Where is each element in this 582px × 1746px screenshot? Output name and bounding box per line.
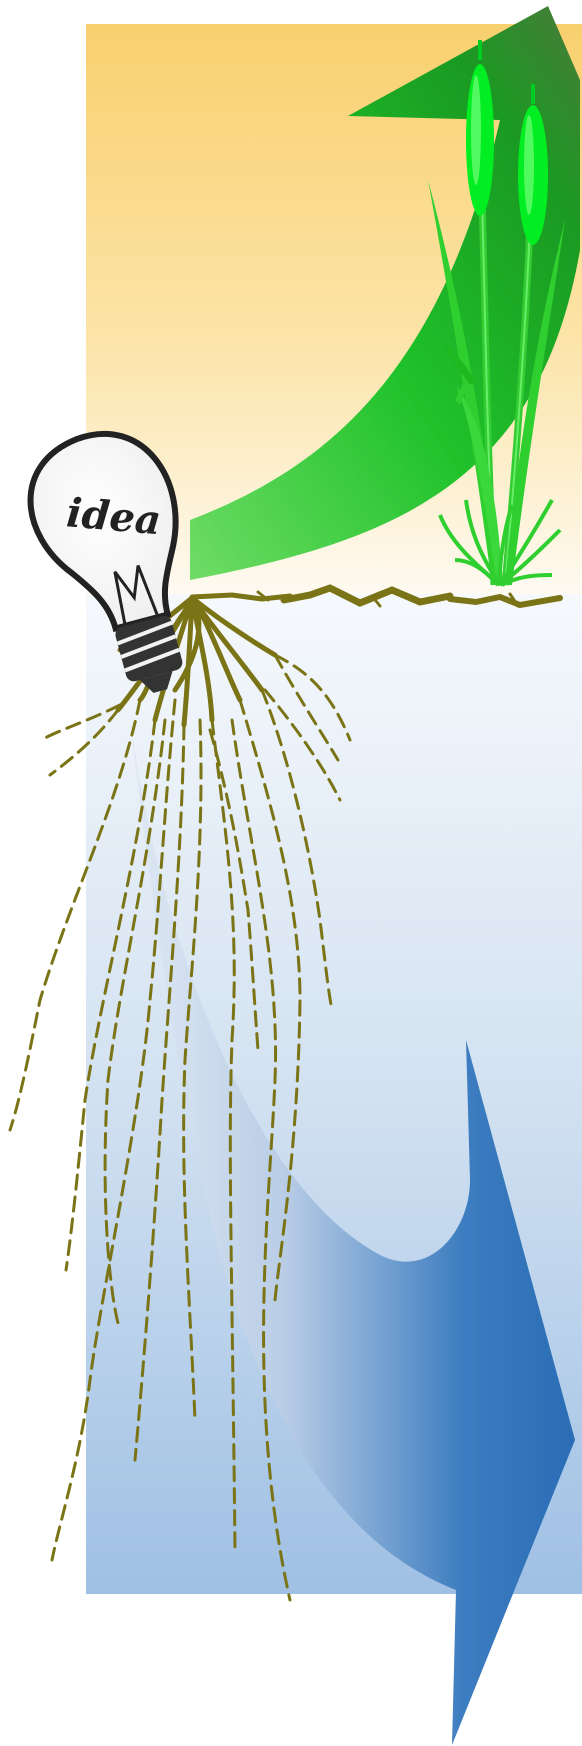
bulb-label: idea	[65, 489, 163, 544]
